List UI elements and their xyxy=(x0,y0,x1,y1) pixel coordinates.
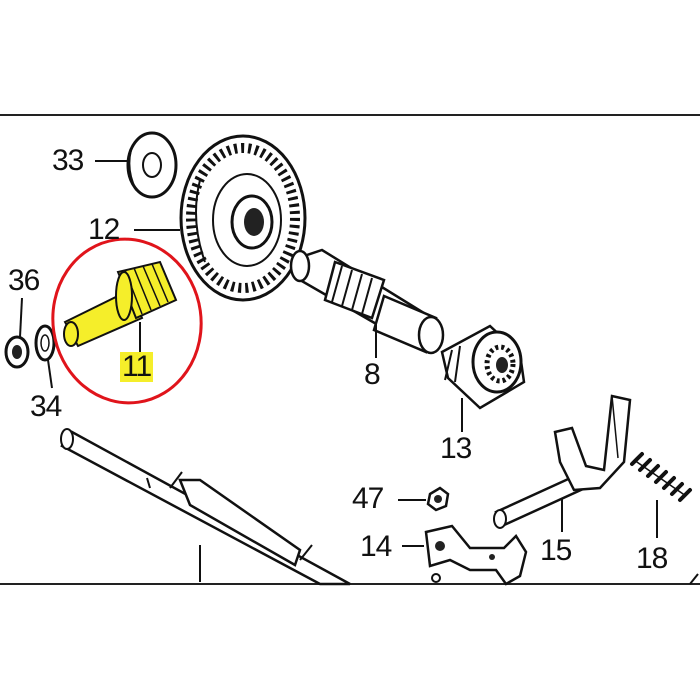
bearing-collar-13 xyxy=(440,324,526,410)
label-13: 13 xyxy=(440,432,472,465)
label-11: 11 xyxy=(120,350,154,383)
pinion-shaft-11 xyxy=(63,260,178,348)
label-18: 18 xyxy=(636,542,668,575)
label-12: 12 xyxy=(88,213,120,246)
label-33: 33 xyxy=(52,144,84,177)
label-36: 36 xyxy=(8,264,40,297)
label-34: 34 xyxy=(30,390,62,423)
label-15: 15 xyxy=(540,534,572,567)
label-8: 8 xyxy=(364,358,381,391)
leader-34 xyxy=(47,359,53,389)
bracket-14 xyxy=(424,524,528,586)
leader-36 xyxy=(19,297,23,338)
bevel-gear-12 xyxy=(179,134,307,302)
spring-18 xyxy=(630,452,692,502)
label-14: 14 xyxy=(360,530,392,563)
shift-fork-15 xyxy=(493,394,632,529)
nut-36 xyxy=(4,335,30,369)
label-47: 47 xyxy=(352,482,384,515)
red-highlight-circle xyxy=(51,237,203,405)
countershaft-8 xyxy=(289,248,445,355)
nut-47 xyxy=(426,486,450,512)
washer-33 xyxy=(126,131,178,199)
edge-fragment xyxy=(689,573,699,585)
main-shaft xyxy=(60,428,351,586)
washer-34 xyxy=(34,324,56,362)
